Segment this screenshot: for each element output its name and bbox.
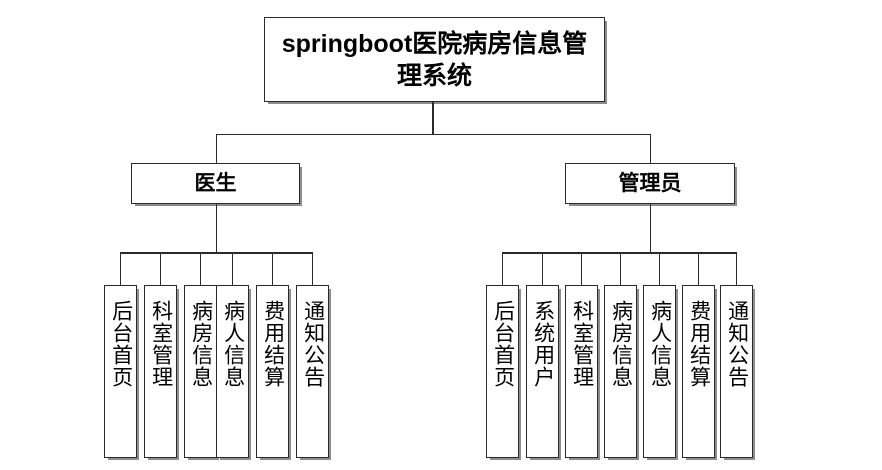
connector-admin-leaf-drop-5 (658, 252, 661, 286)
role-node-admin: 管理员 (565, 163, 735, 204)
leaf-node-doctor-1-label: 后台首页 (109, 300, 133, 388)
leaf-node-doctor-5: 费用结算 (256, 285, 289, 458)
connector-doctor-leaf-drop-5 (271, 252, 274, 286)
connector-admin-leaf-drop-1 (501, 252, 504, 286)
leaf-node-doctor-6-label: 通知公告 (301, 300, 325, 388)
leaf-node-admin-6: 费用结算 (682, 285, 715, 458)
leaf-node-doctor-4: 病人信息 (216, 285, 249, 458)
leaf-node-admin-1-label: 后台首页 (491, 300, 515, 388)
connector-doctor-bus (120, 252, 312, 254)
leaf-node-admin-6-label: 费用结算 (687, 300, 711, 388)
root-node-label: springboot医院病房信息管理系统 (281, 29, 588, 90)
connector-doctor-leaf-drop-3 (199, 252, 202, 286)
connector-drop-admin (649, 133, 652, 164)
connector-drop-doctor (215, 133, 218, 164)
leaf-node-admin-5-label: 病人信息 (648, 300, 672, 388)
leaf-node-admin-3-label: 科室管理 (570, 300, 594, 388)
root-node-system-title: springboot医院病房信息管理系统 (264, 17, 605, 102)
leaf-node-doctor-3-label: 病房信息 (189, 300, 213, 388)
connector-admin-bus (502, 252, 736, 254)
connector-doctor-leaf-drop-4 (231, 252, 234, 286)
connector-admin-leaf-drop-4 (619, 252, 622, 286)
role-node-doctor: 医生 (131, 163, 300, 204)
leaf-node-doctor-1: 后台首页 (104, 285, 137, 458)
connector-admin-leaf-drop-6 (697, 252, 700, 286)
leaf-node-admin-3: 科室管理 (565, 285, 598, 458)
connector-role-bus (216, 133, 651, 136)
leaf-node-admin-7: 通知公告 (720, 285, 753, 458)
connector-doctor-leaf-drop-1 (119, 252, 122, 286)
leaf-node-admin-1: 后台首页 (486, 285, 519, 458)
leaf-node-admin-4-label: 病房信息 (609, 300, 633, 388)
connector-admin-stem (649, 204, 652, 253)
connector-doctor-leaf-drop-6 (311, 252, 314, 286)
leaf-node-admin-2-label: 系统用户 (531, 300, 555, 388)
connector-doctor-stem (215, 204, 218, 253)
leaf-node-doctor-3: 病房信息 (184, 285, 217, 458)
leaf-node-doctor-4-label: 病人信息 (221, 300, 245, 388)
leaf-node-doctor-2-label: 科室管理 (149, 300, 173, 388)
role-node-admin-label: 管理员 (618, 172, 682, 195)
leaf-node-admin-5: 病人信息 (643, 285, 676, 458)
leaf-node-admin-7-label: 通知公告 (725, 300, 749, 388)
connector-admin-leaf-drop-3 (580, 252, 583, 286)
leaf-node-doctor-2: 科室管理 (144, 285, 177, 458)
leaf-node-admin-2: 系统用户 (526, 285, 559, 458)
role-node-doctor-label: 医生 (194, 172, 237, 195)
leaf-node-doctor-6: 通知公告 (296, 285, 329, 458)
connector-root-stem (432, 102, 434, 135)
connector-admin-leaf-drop-7 (735, 252, 738, 286)
leaf-node-admin-4: 病房信息 (604, 285, 637, 458)
leaf-node-doctor-5-label: 费用结算 (261, 300, 285, 388)
connector-admin-leaf-drop-2 (541, 252, 544, 286)
connector-doctor-leaf-drop-2 (159, 252, 162, 286)
